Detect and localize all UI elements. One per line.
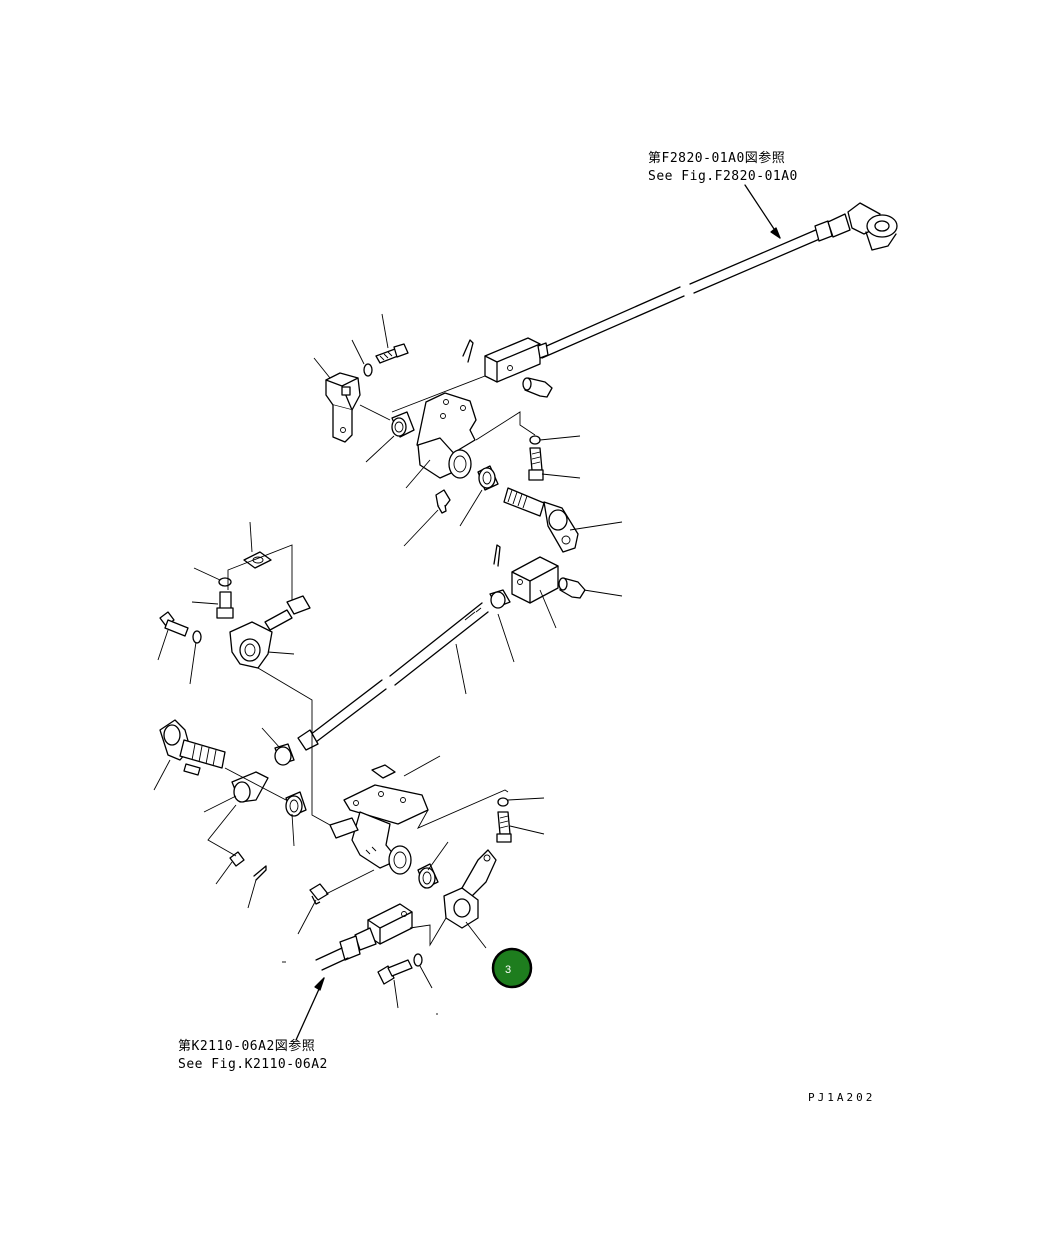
grease-fitting-lower-left: [229, 851, 245, 867]
ref-top-line1: 第F2820-01A0図参照: [648, 150, 785, 166]
drawing-code: PJ1A202: [808, 1091, 875, 1104]
left-washer-top: [218, 577, 232, 587]
ref-top-arrow: [744, 184, 781, 239]
leader-lines: [153, 313, 623, 1015]
lower-washer-bottom: [413, 953, 423, 967]
left-clamp: [229, 621, 273, 669]
left-bolt-side: [159, 611, 189, 637]
lower-left-bushing-b: [285, 791, 307, 817]
grease-fitting-upper: [435, 489, 451, 514]
lower-rod-end-block: [367, 903, 413, 945]
lower-control-cable: [315, 927, 377, 971]
cotter-pin-middle: [493, 544, 501, 567]
ref-bottom-line2: See Fig.K2110-06A2: [178, 1057, 328, 1072]
ref-top-line2: See Fig.F2820-01A0: [648, 169, 798, 184]
upper-lever-clamp: [325, 372, 361, 443]
upper-washer-right: [529, 435, 541, 445]
upper-bushing-right: [477, 465, 499, 491]
left-bolt-top: [216, 591, 234, 619]
cotter-pin-upper: [462, 339, 474, 363]
sensor-connector: [264, 595, 311, 631]
callout-bubble-3[interactable]: 3: [491, 947, 533, 989]
cotter-pin-lower-left: [253, 865, 267, 881]
lower-bolt-bottom: [377, 959, 413, 985]
assembly-lines-lower-left: [207, 767, 287, 857]
upper-bolt-right: [528, 447, 544, 481]
upper-control-rod: [541, 202, 898, 359]
ref-bottom-arrow: [295, 977, 325, 1041]
upper-spline-lever: [503, 487, 579, 553]
lower-left-bushing-a: [231, 771, 269, 803]
grease-fitting-lower: [309, 883, 329, 905]
assembly-lines-lower-bracket: [325, 789, 509, 895]
ref-bottom-line1: 第K2110-06A2図参照: [178, 1038, 315, 1054]
clevis-pin-upper: [522, 377, 553, 398]
middle-nut: [489, 589, 511, 609]
lower-bracket: [329, 764, 429, 875]
lower-spline-lever: [159, 719, 226, 776]
callout-circle[interactable]: [491, 947, 533, 989]
upper-bolt: [375, 343, 409, 364]
lower-bushing-right: [417, 863, 439, 889]
left-rod-end-nut: [274, 743, 295, 766]
lower-bolt-right: [496, 811, 512, 843]
assembly-lines-lower: [409, 917, 447, 947]
middle-rod-end-block: [511, 556, 559, 604]
clevis-pin-middle: [558, 577, 586, 599]
upper-bushing-left: [391, 411, 415, 438]
lower-washer-right: [497, 797, 509, 807]
upper-bracket: [416, 392, 477, 479]
upper-rod-end-block: [484, 337, 549, 383]
assembly-lines-upper: [359, 375, 536, 441]
middle-control-rod: [297, 602, 489, 751]
left-washer-side: [192, 630, 202, 644]
lower-lever: [443, 849, 497, 929]
assembly-lines-middle-left: [227, 544, 331, 826]
upper-washer: [363, 363, 373, 377]
callout-label: 3: [505, 964, 511, 976]
